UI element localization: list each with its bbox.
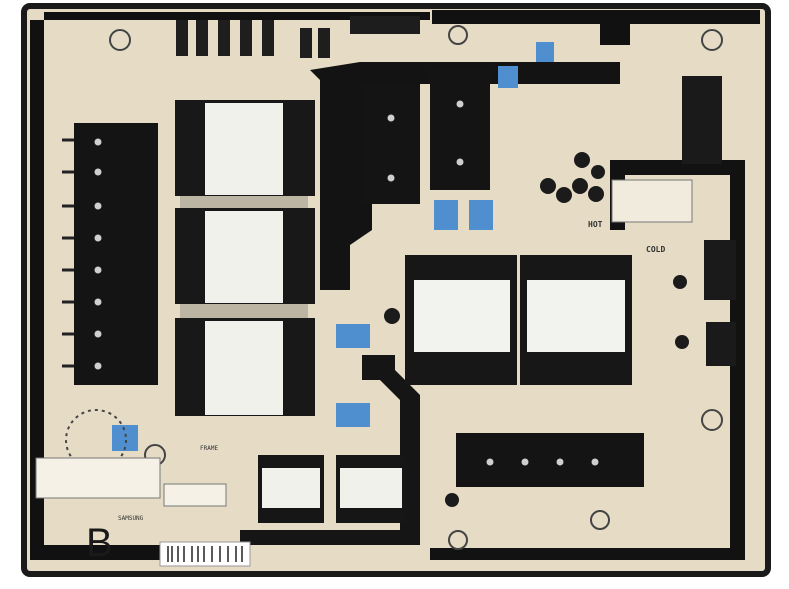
input-components: [176, 20, 330, 58]
info-label-block-2: [163, 483, 227, 507]
info-label-block-3: [611, 179, 693, 223]
heatsink-left-pins: [62, 138, 74, 368]
transformer-center-left: [405, 255, 517, 385]
heatsink-top-screws: [387, 100, 464, 182]
samsung-silkscreen: SAMSUNG: [118, 515, 144, 522]
heatsink-bottom-right: [456, 433, 644, 487]
board-letter: B: [86, 521, 113, 565]
top-right-trace: [432, 10, 760, 45]
connector-right-bottom: [706, 322, 736, 366]
film-capacitors: [112, 42, 554, 451]
transformer-top: [175, 100, 315, 196]
frame-silkscreen: FRAME: [200, 445, 218, 452]
heatsink-left-screws: [94, 138, 102, 370]
ground-trace-top: [44, 12, 430, 20]
heatsink-top-left: [362, 84, 420, 204]
heatsink-bottom-screws: [486, 458, 599, 466]
transformer-separator-2: [180, 304, 308, 318]
transformer-bottom: [175, 318, 315, 416]
hv-trace-lower: [240, 355, 420, 545]
heatsink-left: [74, 123, 158, 385]
transformer-middle: [175, 208, 315, 304]
transformer-center-right: [520, 255, 632, 385]
mounting-holes: [65, 25, 723, 550]
info-label-block: [35, 457, 161, 499]
transformer-small-right: [336, 455, 406, 523]
connector-top: [350, 16, 420, 34]
cold-zone-label: COLD: [646, 245, 665, 254]
barcode-sticker: [159, 541, 251, 567]
transformer-separator: [180, 196, 308, 208]
connector-right-lower: [704, 240, 736, 300]
barcode-lines: [167, 546, 243, 562]
transformer-small-left: [258, 455, 324, 523]
heatsink-top-right: [430, 70, 490, 190]
hot-zone-label: HOT: [588, 220, 603, 229]
connector-right: [682, 76, 722, 164]
electrolytic-capacitors: [384, 152, 689, 507]
